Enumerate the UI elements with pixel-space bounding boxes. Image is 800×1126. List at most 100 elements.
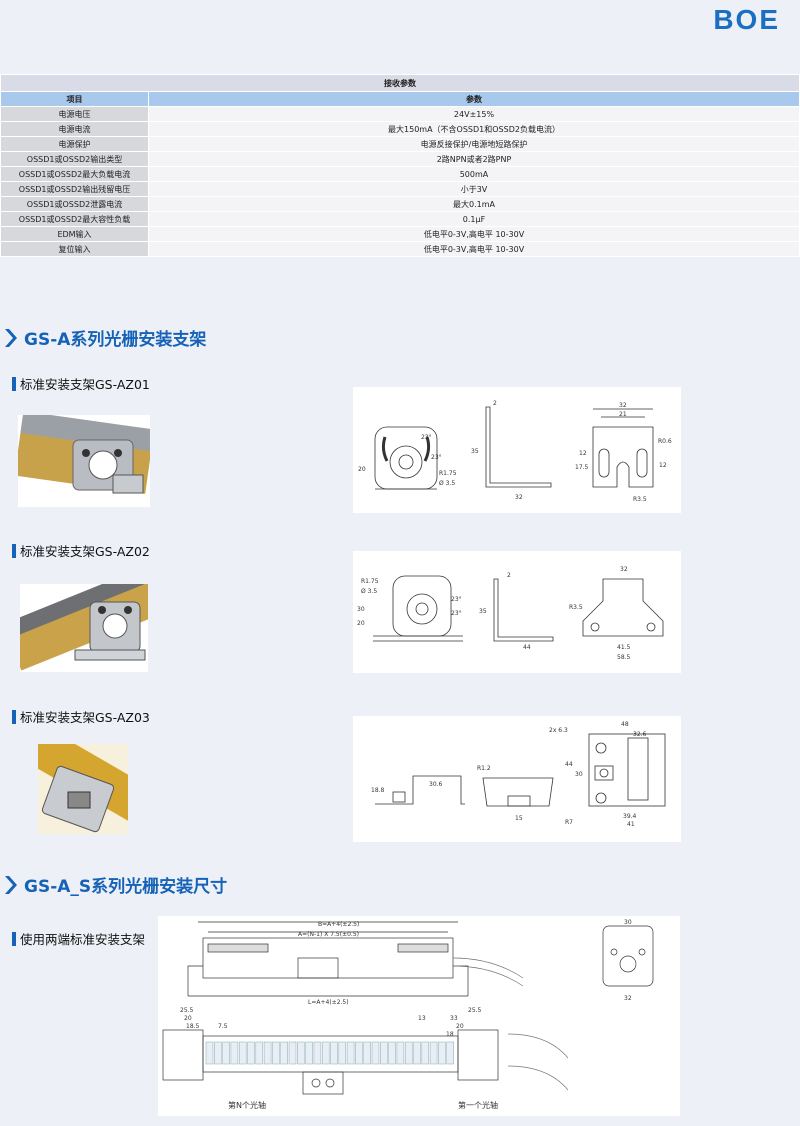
beam-cell xyxy=(330,1041,338,1065)
subsection-az02: 标准安装支架GS-AZ02 xyxy=(12,541,150,560)
subsection-label: 标准安装支架GS-AZ02 xyxy=(20,544,150,559)
dim-label: 13 xyxy=(418,1015,426,1022)
dim-label: 58.5 xyxy=(617,654,631,661)
drawing-az01: 23° 23° 20 R1.75 Ø 3.5 2 35 32 32 21 R0.… xyxy=(353,387,681,513)
beam-cell xyxy=(247,1041,255,1065)
subsection-label: 使用两端标准安装支架 xyxy=(20,932,146,947)
dim-label: 44 xyxy=(565,761,573,768)
dim-label: 12 xyxy=(659,462,667,469)
dim-label: Ø 3.5 xyxy=(361,588,377,595)
row-value: 500mA xyxy=(148,166,800,182)
row-value: 低电平0-3V,高电平 10-30V xyxy=(148,226,800,242)
beam-cell xyxy=(346,1041,355,1065)
beam-cell xyxy=(230,1041,239,1065)
beam-cell xyxy=(429,1041,438,1065)
dim-label: 18.5 xyxy=(186,1023,200,1030)
dim-label: 30.6 xyxy=(429,781,443,788)
dim-label: 2 xyxy=(507,572,511,579)
table-row: OSSD1或OSSD2泄露电流最大0.1mA xyxy=(0,196,800,212)
dim-label: 32 xyxy=(624,995,632,1002)
dim-label: 30 xyxy=(624,919,632,926)
row-label: 复位输入 xyxy=(0,241,149,257)
brand-logo: BOE xyxy=(713,4,780,36)
dim-label: 32 xyxy=(620,566,628,573)
dim-label: 30 xyxy=(357,606,365,613)
axis-1-label: 第一个光轴 xyxy=(458,1100,498,1110)
chevron-right-icon xyxy=(5,875,17,894)
table-title: 接收参数 xyxy=(0,74,800,92)
row-label: 电源电流 xyxy=(0,121,149,137)
column-header: 项目 xyxy=(0,91,149,107)
dim-label: A=(N-1) X 7.5(±0.5) xyxy=(298,931,359,938)
row-label: 电源保护 xyxy=(0,136,149,152)
bracket-photo-az03 xyxy=(38,744,128,834)
beam-cell xyxy=(371,1041,380,1065)
row-label: OSSD1或OSSD2输出残留电压 xyxy=(0,181,149,197)
dim-label: 20 xyxy=(358,466,366,473)
beam-cell xyxy=(388,1041,396,1065)
subsection-marker xyxy=(12,376,16,391)
beam-cell xyxy=(288,1041,297,1065)
beam-cell xyxy=(421,1041,430,1065)
dim-label: 41.5 xyxy=(617,644,631,651)
row-value: 小于3V xyxy=(148,181,800,197)
beam-cell xyxy=(338,1041,347,1065)
logo-text: BOE xyxy=(713,4,780,35)
dim-label: L=A+4(±2.5) xyxy=(308,999,349,1006)
subsection-marker xyxy=(12,709,16,724)
dim-label: 20 xyxy=(184,1015,192,1022)
beam-cell xyxy=(222,1041,230,1065)
dim-label: 23° xyxy=(451,610,462,617)
beam-cell xyxy=(321,1041,330,1065)
row-label: OSSD1或OSSD2输出类型 xyxy=(0,151,149,167)
beam-cell xyxy=(438,1041,446,1065)
subsection-marker xyxy=(12,931,16,946)
subsection-two-brackets: 使用两端标准安装支架 xyxy=(12,929,145,948)
row-value: 2路NPN或者2路PNP xyxy=(148,151,800,167)
dim-label: 35 xyxy=(479,608,487,615)
dim-label: 17.5 xyxy=(575,464,589,471)
section-title: GS-A_S系列光栅安装尺寸 xyxy=(24,877,228,897)
beam-cell xyxy=(214,1041,222,1065)
subsection-az03: 标准安装支架GS-AZ03 xyxy=(12,707,150,726)
beam-cell xyxy=(404,1041,413,1065)
dim-label: 23° xyxy=(431,454,442,461)
row-value: 低电平0-3V,高电平 10-30V xyxy=(148,241,800,257)
row-label: OSSD1或OSSD2最大负载电流 xyxy=(0,166,149,182)
dim-label: 44 xyxy=(523,644,531,651)
dim-label: 7.5 xyxy=(218,1023,228,1030)
beam-cell xyxy=(205,1041,214,1065)
bracket-photo-az01 xyxy=(18,415,150,507)
dim-label: R3.5 xyxy=(569,604,583,611)
beam-cell xyxy=(238,1041,247,1065)
table-row: 电源电流最大150mA（不含OSSD1和OSSD2负载电流） xyxy=(0,121,800,137)
beam-cell xyxy=(363,1041,371,1065)
row-label: EDM输入 xyxy=(0,226,149,242)
beam-cell xyxy=(313,1041,322,1065)
beam-cell xyxy=(413,1041,421,1065)
dim-label: 32 xyxy=(515,494,523,501)
subsection-label: 标准安装支架GS-AZ03 xyxy=(20,710,150,725)
drawing-az03: 18.8 30.6 R1.2 15 2x 6.3 48 32.6 44 30 3… xyxy=(353,716,681,842)
table-row: OSSD1或OSSD2输出残留电压小于3V xyxy=(0,181,800,197)
dim-label: 48 xyxy=(621,721,629,728)
subsection-marker xyxy=(12,543,16,558)
dim-label: B=A+4(±2.5) xyxy=(318,921,359,928)
dim-label: 21 xyxy=(619,411,627,418)
dim-label: 20 xyxy=(456,1023,464,1030)
row-label: 电源电压 xyxy=(0,106,149,122)
dim-label: 25.5 xyxy=(180,1007,194,1014)
dim-label: 39.4 xyxy=(623,813,637,820)
dim-label: Ø 3.5 xyxy=(439,480,455,487)
beam-cell xyxy=(263,1041,272,1065)
dim-label: 18 xyxy=(446,1031,454,1038)
row-value: 0.1μF xyxy=(148,211,800,227)
dim-label: R1.75 xyxy=(361,578,379,585)
dim-label: R7 xyxy=(565,819,573,826)
section-bracket-header: GS-A系列光栅安装支架 xyxy=(4,325,206,350)
table-header-row: 项目参数 xyxy=(0,91,800,107)
column-header: 参数 xyxy=(148,91,800,107)
drawing-az02: R1.75 Ø 3.5 30 20 23° 23° 2 35 44 32 R3.… xyxy=(353,551,681,673)
